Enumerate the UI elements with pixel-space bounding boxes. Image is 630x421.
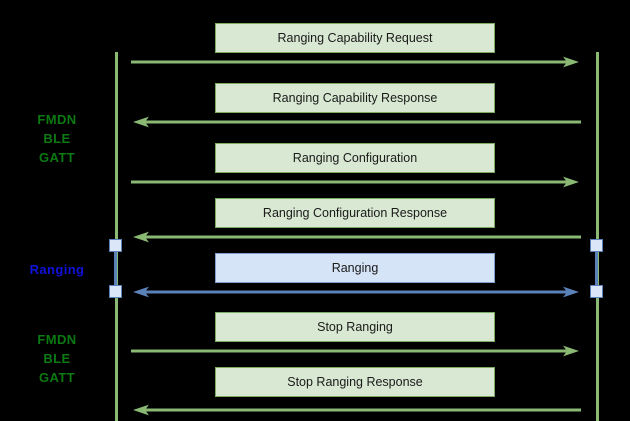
message-arrow-ranging-capability-request [131,56,579,68]
activation-square-right-top [590,239,603,252]
phase-label-ranging: Ranging [29,262,85,277]
message-arrow-stop-ranging-response [133,404,581,416]
message-box-ranging-configuration: Ranging Configuration [215,143,495,173]
phase-label-fmdn-top: FMDN BLE GATT [37,112,77,165]
message-box-stop-ranging: Stop Ranging [215,312,495,342]
message-box-ranging-configuration-response: Ranging Configuration Response [215,198,495,228]
message-box-ranging: Ranging [215,253,495,283]
message-arrow-ranging-bidirectional [133,286,579,298]
message-arrow-ranging-configuration-response [133,231,581,243]
phase-label-fmdn-bottom: FMDN BLE GATT [37,332,77,385]
message-arrow-stop-ranging [131,345,579,357]
message-box-stop-ranging-response: Stop Ranging Response [215,367,495,397]
message-box-ranging-capability-request: Ranging Capability Request [215,23,495,53]
message-arrow-ranging-configuration [131,176,579,188]
activation-square-left-top [109,239,122,252]
message-box-ranging-capability-response: Ranging Capability Response [215,83,495,113]
activation-square-right-bottom [590,285,603,298]
activation-bar-right [595,245,598,293]
activation-bar-left [114,245,117,293]
activation-square-left-bottom [109,285,122,298]
right-lifeline [596,52,599,421]
left-lifeline [115,52,118,421]
message-arrow-ranging-capability-response [133,116,581,128]
